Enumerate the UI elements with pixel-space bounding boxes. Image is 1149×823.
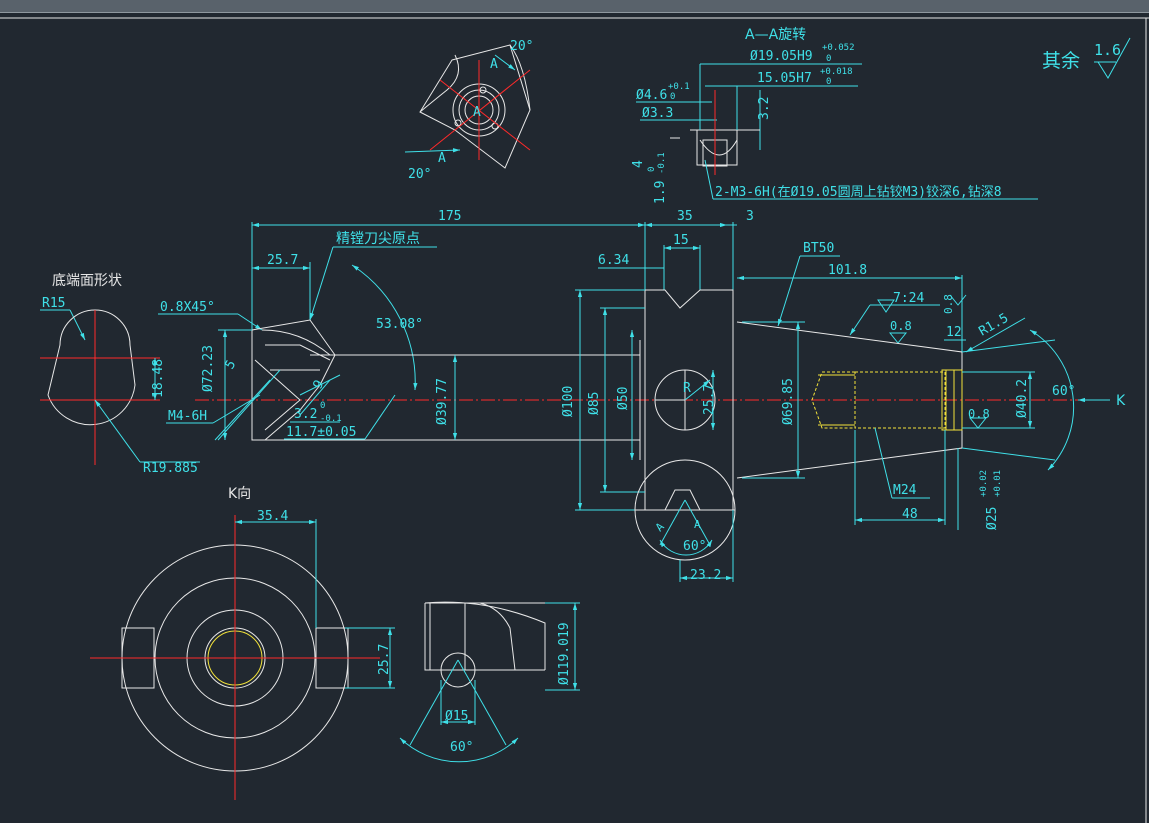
svg-text:+0.01: +0.01: [993, 470, 1003, 497]
thread-region: [854, 371, 946, 429]
a-letter-1: A: [653, 520, 667, 534]
angle-60: 60°: [1052, 384, 1075, 399]
groove-section-view: 60° Ø15 Ø119.019: [399, 601, 580, 763]
dim-175: 175: [438, 209, 461, 224]
bottom-end-shape-view: 底端面形状 R15 18.48 R19.885: [40, 273, 200, 476]
svg-text:-0.1: -0.1: [657, 152, 667, 174]
dim-1018: 101.8: [828, 263, 867, 278]
k-view-354: 35.4: [257, 509, 288, 524]
svg-text:0.8: 0.8: [942, 294, 955, 314]
detail-a-angle2: 20°: [408, 167, 431, 182]
detail-a-center: A: [473, 105, 481, 120]
k-direction-view: K向 35.4 25.7: [90, 486, 395, 800]
thread-m4: M4-6H: [168, 409, 207, 424]
svg-text:0: 0: [647, 167, 657, 172]
bottom-1848: 18.48: [151, 359, 166, 398]
dim-3977: Ø39.77: [435, 378, 450, 425]
svg-text:+0.018: +0.018: [820, 67, 853, 77]
svg-text:0: 0: [826, 54, 831, 64]
svg-text:0: 0: [670, 92, 675, 102]
section-aa-bore: Ø19.05H9: [750, 49, 813, 64]
dim-3: 3: [746, 209, 754, 224]
section-aa-d46: Ø4.6: [636, 88, 667, 103]
section-aa-title: A—A旋转: [745, 27, 806, 43]
section-aa-d33: Ø3.3: [642, 106, 673, 121]
dim-9: 9: [310, 378, 327, 392]
detail-a-angle1: 20°: [510, 39, 533, 54]
svg-text:0: 0: [320, 401, 325, 411]
dim-25: Ø25: [985, 507, 1000, 530]
dim-257v: 25.7: [702, 384, 717, 415]
dim-7223: Ø72.23: [201, 345, 216, 392]
dim-12: 12: [946, 325, 962, 340]
chamfer-label: 0.8X45°: [160, 300, 215, 315]
dim-85: Ø85: [587, 392, 602, 415]
section-aa-4: 4: [631, 160, 646, 168]
svg-text:+0.1: +0.1: [668, 82, 690, 92]
roughness-08-a: 0.8: [890, 319, 912, 333]
dim-100: Ø100: [561, 386, 576, 417]
section-aa-bore2: 15.05H7: [757, 71, 812, 86]
detail-a-view: 20° 20° A A A: [404, 39, 533, 182]
dim-232: 23.2: [690, 568, 721, 583]
dim-15: 15: [673, 233, 689, 248]
detail-a-letter1: A: [490, 57, 498, 72]
bt50-label: BT50: [803, 241, 834, 256]
r15-label: R1.5: [977, 311, 1012, 340]
section-aa-note: 2-M3-6H(在Ø19.05圆周上钻铰M3)铰深6,钻深8: [715, 185, 1002, 200]
groove-15: Ø15: [445, 709, 468, 724]
a-letter-2: A: [694, 518, 701, 531]
section-aa-view: A—A旋转 Ø19.05H9 +0.052 0 15.05H7 +0.018 0…: [631, 27, 1038, 204]
dim-402: Ø40.2: [1015, 379, 1030, 418]
bottom-shape-title: 底端面形状: [52, 273, 122, 289]
dim-32b: 3.2: [294, 407, 317, 422]
bottom-r15: R15: [42, 296, 65, 311]
svg-text:0: 0: [826, 77, 831, 87]
angle-60b: 60°: [683, 539, 706, 554]
dim-48: 48: [902, 507, 918, 522]
roughness-note: 其余 1.6: [1042, 37, 1131, 79]
k-view-title: K向: [228, 486, 251, 502]
section-aa-32: 3.2: [757, 97, 772, 120]
svg-text:+0.052: +0.052: [822, 43, 855, 53]
detail-a-letter2: A: [438, 151, 446, 166]
drawing-frame: [0, 17, 1149, 823]
svg-text:+0.02: +0.02: [979, 470, 989, 497]
dim-117: 11.7±0.05: [286, 425, 356, 440]
roughness-check-icon: [1097, 37, 1131, 79]
svg-text:-0.1: -0.1: [320, 414, 342, 424]
dim-6985: Ø69.85: [781, 378, 796, 425]
k-arrow-label: K: [1116, 393, 1126, 409]
taper-label: 7:24: [893, 291, 924, 306]
thread-m24: M24: [893, 483, 917, 498]
dim-50: Ø50: [616, 387, 631, 410]
bottom-r19885: R19.885: [143, 461, 198, 476]
dim-634: 6.34: [598, 253, 629, 268]
section-aa-19: 1.9: [653, 181, 668, 204]
roughness-value: 1.6: [1094, 41, 1121, 59]
groove-angle-60: 60°: [450, 740, 473, 755]
radius-r: R: [683, 381, 691, 396]
window-title-bar: [0, 0, 1149, 13]
k-view-257: 25.7: [377, 644, 392, 675]
groove-119: Ø119.019: [557, 622, 572, 685]
leader-label-boring-origin: 精镗刀尖原点: [336, 231, 420, 247]
main-view: 175 35 3 精镗刀尖原点 25.7 6.34 15 BT50 101.8 …: [158, 209, 1126, 583]
angle-5308: 53.08°: [376, 317, 423, 332]
dim-257-top: 25.7: [267, 253, 298, 268]
dim-35: 35: [677, 209, 693, 224]
roughness-other-label: 其余: [1042, 50, 1080, 72]
